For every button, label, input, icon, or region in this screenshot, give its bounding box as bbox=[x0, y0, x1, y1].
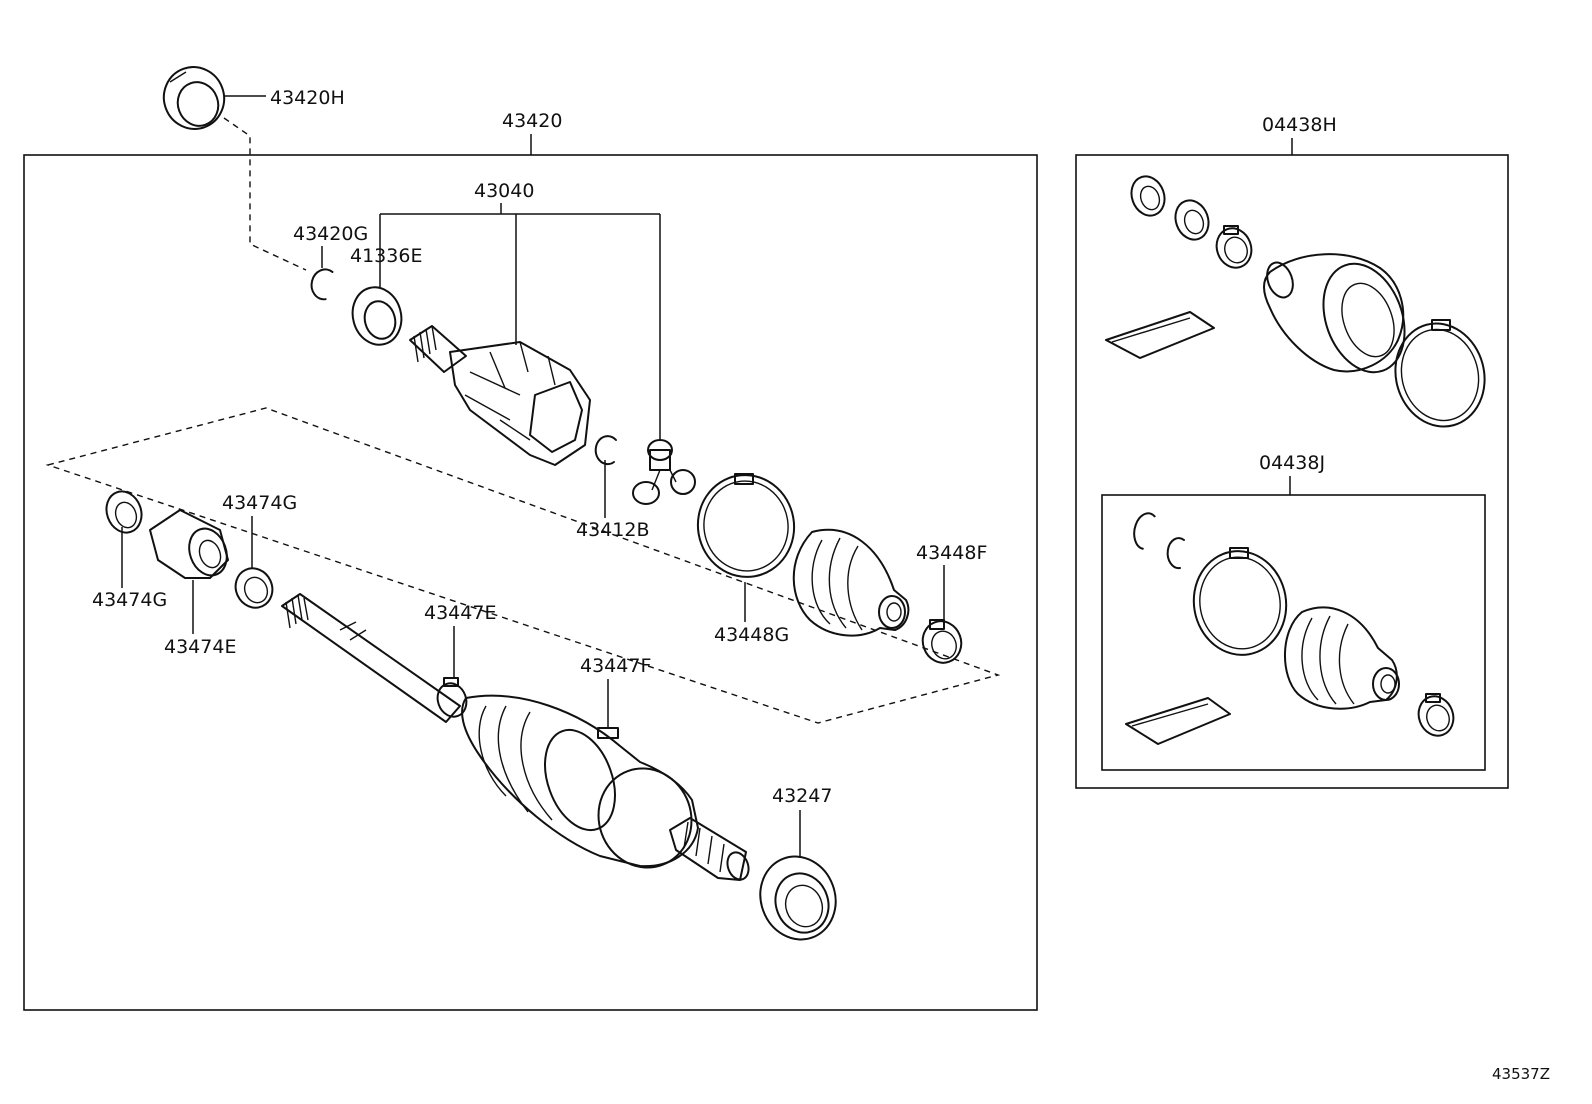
label-43420: 43420 bbox=[502, 110, 562, 132]
kit-04438H-ring-1 bbox=[1130, 175, 1166, 217]
cv-splined-end bbox=[669, 817, 750, 881]
drive-shaft bbox=[281, 593, 461, 723]
clamp-43448F bbox=[921, 619, 963, 664]
clamp-43447E bbox=[436, 677, 468, 718]
kit-04438J-large-clamp bbox=[1192, 547, 1288, 656]
tripod-joint bbox=[632, 439, 696, 505]
label-43474E: 43474E bbox=[164, 636, 236, 658]
kit-04438H-ring-2 bbox=[1174, 199, 1210, 241]
label-43420H: 43420H bbox=[270, 87, 345, 109]
label-43447F: 43447F bbox=[580, 655, 651, 677]
kit-04438J-snap-ring-1 bbox=[1133, 512, 1156, 550]
diagram-id: 43537Z bbox=[1492, 1065, 1550, 1083]
label-04438H: 04438H bbox=[1262, 114, 1337, 136]
kit-04438J-grease-packet bbox=[1125, 697, 1231, 745]
label-43040: 43040 bbox=[474, 180, 534, 202]
label-04438J: 04438J bbox=[1259, 452, 1325, 474]
kit-04438H-small-clamp bbox=[1215, 225, 1253, 269]
snap-ring-43420G bbox=[310, 268, 334, 301]
label-43420G: 43420G bbox=[293, 223, 368, 245]
label-43448G: 43448G bbox=[714, 624, 789, 646]
seal-43420H bbox=[162, 66, 226, 130]
label-43247: 43247 bbox=[772, 785, 832, 807]
outer-boot bbox=[461, 694, 699, 869]
label-41336E: 41336E bbox=[350, 245, 422, 267]
hub-seal-43247 bbox=[759, 855, 837, 941]
inner-joint-housing-43040 bbox=[409, 325, 591, 466]
bearing-41336E bbox=[351, 286, 403, 346]
kit-04438J-boot bbox=[1284, 606, 1400, 710]
main-assembly-frame bbox=[23, 154, 1038, 1011]
label-43412B: 43412B bbox=[576, 519, 649, 541]
clamp-43447F bbox=[597, 727, 619, 739]
damper-ring-43474G-right bbox=[234, 567, 274, 609]
kit-04438J-snap-ring-2 bbox=[1166, 537, 1185, 570]
kit-04438H-grease-packet bbox=[1105, 311, 1215, 359]
inner-boot bbox=[792, 528, 910, 637]
damper-ring-43474G-left bbox=[105, 490, 143, 534]
kit-04438J-small-clamp bbox=[1417, 693, 1455, 737]
clamp-43448G bbox=[696, 473, 796, 578]
kit-04438H-boot bbox=[1263, 253, 1406, 374]
circlip-43412B bbox=[594, 435, 617, 466]
label-43474G-right: 43474G bbox=[222, 492, 297, 514]
seal-dashed-link bbox=[223, 117, 307, 271]
label-43474G-left: 43474G bbox=[92, 589, 167, 611]
boot-kit-inner-frame bbox=[1101, 494, 1486, 771]
label-43447E: 43447E bbox=[424, 602, 496, 624]
damper-43474E bbox=[149, 509, 229, 579]
inner-boot-region-dashed bbox=[45, 407, 1001, 724]
kit-04438H-large-clamp bbox=[1394, 319, 1486, 428]
label-43448F: 43448F bbox=[916, 542, 987, 564]
